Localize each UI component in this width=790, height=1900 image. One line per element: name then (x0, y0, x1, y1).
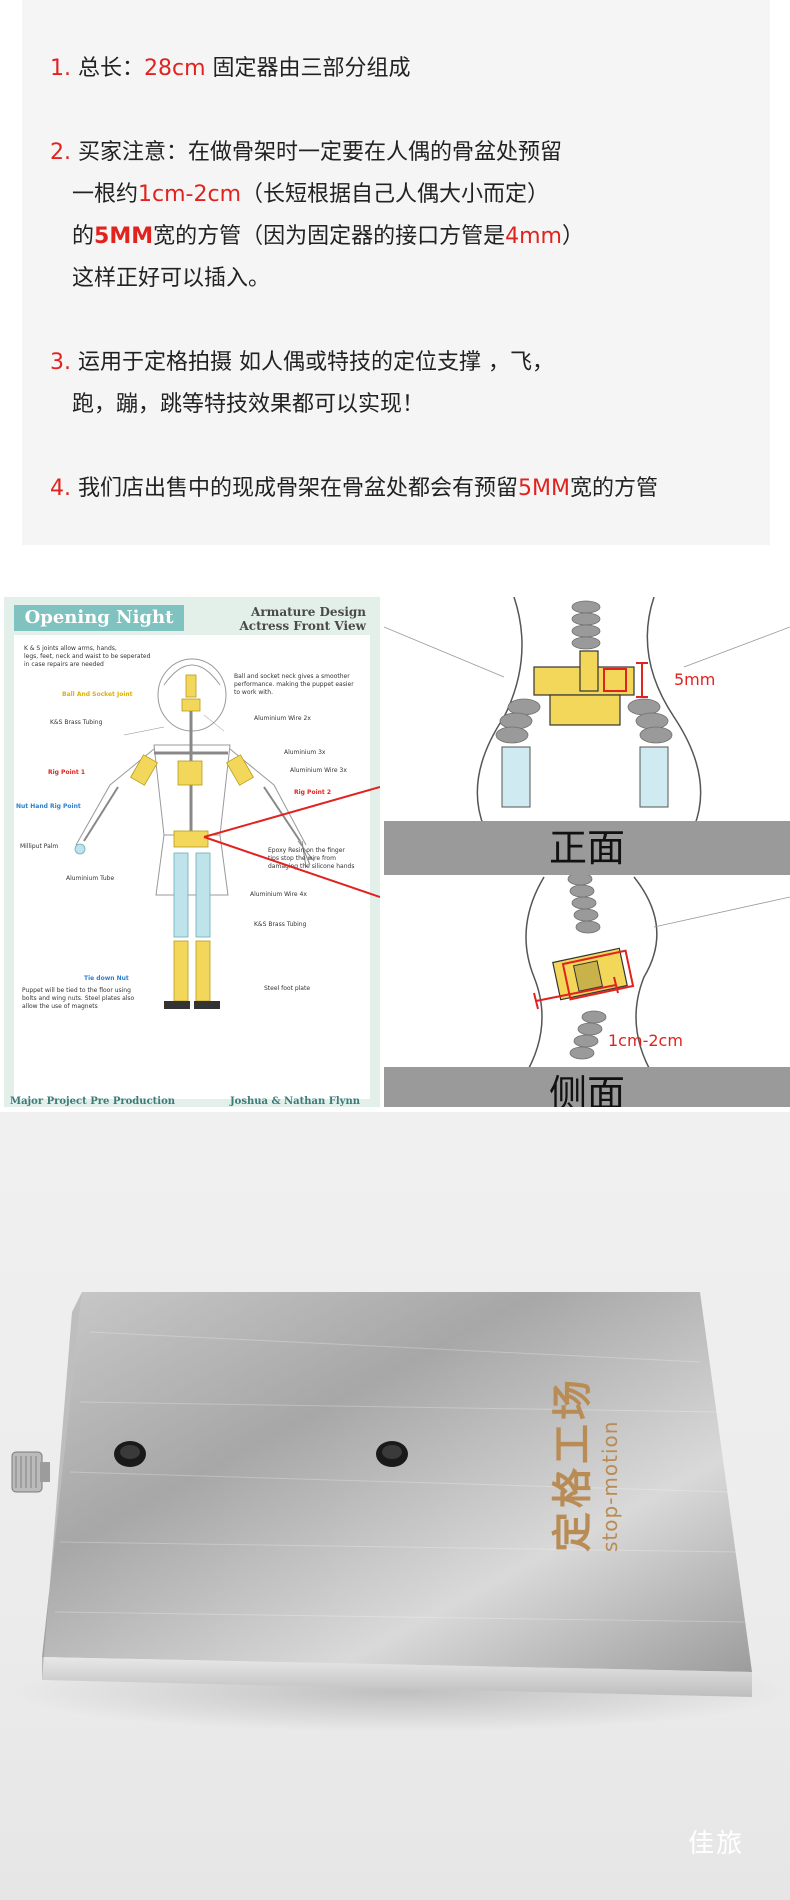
label-steel-plate: Steel foot plate (264, 985, 311, 992)
label-ball-neck: Ball and socket neck gives a smoother pe… (234, 673, 354, 696)
label-al-wire-2x: Aluminium Wire 2x (254, 715, 311, 722)
notes-panel: 1. 总长：28cm 固定器由三部分组成 2. 买家注意：在做骨架时一定要在人偶… (22, 0, 770, 545)
label-nut-hand: Nut Hand Rig Point (16, 803, 81, 810)
poster-title: Opening Night (14, 605, 184, 631)
dim-5mm: 5mm (674, 670, 716, 689)
product-photo: 定格工场 stop-motion 佳旅 (0, 1112, 790, 1900)
poster-footer-left: Major Project Pre Production (10, 1096, 176, 1107)
note-4: 4. 我们店出售中的现成骨架在骨盆处都会有预留5MM宽的方管 (50, 476, 658, 501)
poster-subtitle: Armature Design Actress Front View (239, 605, 366, 633)
label-ball-socket: Ball And Socket Joint (62, 691, 133, 698)
steel-plate-image (10, 1292, 790, 1732)
poster-footer-right: Joshua & Nathan Flynn (229, 1096, 360, 1107)
joint-closeup: 正面 侧面 5mm 1cm-2cm (384, 597, 790, 1107)
pointer-arrows (203, 786, 380, 898)
watermark: 佳旅 (687, 1829, 744, 1859)
poster-canvas: K & S joints allow arms, hands, legs, fe… (14, 635, 370, 1099)
armature-poster: Opening Night Armature Design Actress Fr… (4, 597, 380, 1107)
label-milliput: Milliput Palm (20, 843, 59, 850)
label-al-tube: Aluminium Tube (66, 875, 115, 882)
label-ks-tubing: K&S Brass Tubing (50, 719, 103, 726)
note-3: 3. 运用于定格拍摄 如人偶或特技的定位支撑 ，飞， 跑，蹦，跳等特技效果都可以… (50, 350, 554, 417)
closeup-drawing (384, 597, 790, 1078)
label-al-3x: Aluminium 3x (284, 749, 326, 756)
thumb-screw (11, 1451, 50, 1493)
armature-diagram-row: Opening Night Armature Design Actress Fr… (0, 595, 790, 1110)
label-rig-point-2: Rig Point 2 (294, 789, 332, 796)
note-1: 1. 总长：28cm 固定器由三部分组成 (50, 56, 411, 81)
label-epoxy: Epoxy Resin on the finger tips stop the … (268, 847, 355, 870)
label-rig-point-1: Rig Point 1 (48, 769, 86, 776)
label-al-wire-4x: Aluminium Wire 4x (250, 891, 307, 898)
label-al-wire-3x: Aluminium Wire 3x (290, 767, 347, 774)
label-kjoints: K & S joints allow arms, hands, legs, fe… (24, 645, 151, 668)
label-ks-tubing-2: K&S Brass Tubing (254, 921, 307, 928)
front-view-label: 正面 (384, 821, 790, 875)
side-view-label: 侧面 (384, 1067, 790, 1107)
engraved-brand: 定格工场 stop-motion (550, 1376, 622, 1552)
label-tied-note: Puppet will be tied to the floor using b… (22, 987, 135, 1010)
note-2: 2. 买家注意：在做骨架时一定要在人偶的骨盆处预留 一根约1cm-2cm（长短根… (50, 140, 584, 291)
label-tie-down: Tie down Nut (84, 975, 129, 982)
dim-1-2cm: 1cm-2cm (608, 1031, 683, 1050)
